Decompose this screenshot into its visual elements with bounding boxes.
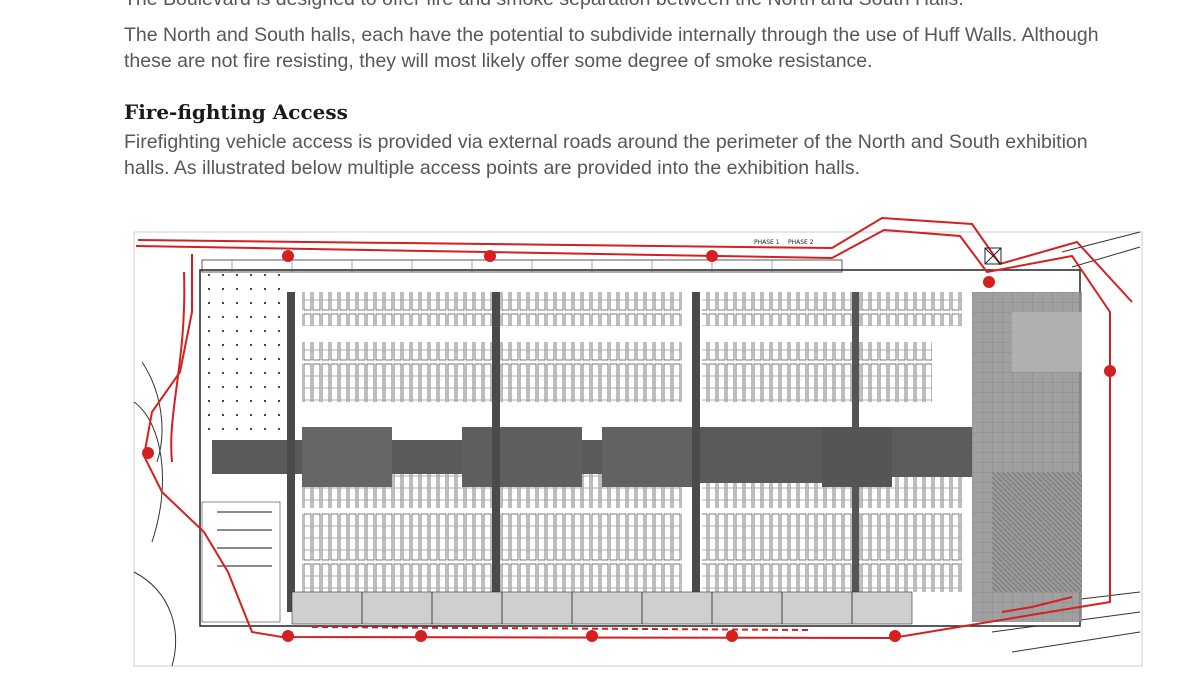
phase-2-label: PHASE 2 [788, 239, 814, 246]
access-point [726, 630, 738, 642]
huff-walls-paragraph: The North and South halls, each have the… [124, 24, 1099, 72]
cut-off-paragraph: The Boulevard is designed to offer fire … [124, 0, 1124, 12]
site-floor-plan: PHASE 1 PHASE 2 [133, 216, 1143, 667]
access-point [1104, 365, 1116, 377]
access-point [142, 447, 154, 459]
access-point [706, 250, 718, 262]
building-footprint [199, 259, 1082, 627]
access-point [415, 630, 427, 642]
phase-1-label: PHASE 1 [754, 239, 780, 246]
access-points [142, 250, 1116, 642]
site-marker [984, 247, 1002, 265]
access-paragraph: Firefighting vehicle access is provided … [124, 131, 1088, 179]
phase-labels: PHASE 1 PHASE 2 [754, 239, 814, 246]
access-point [889, 630, 901, 642]
access-point [484, 250, 496, 262]
access-point [282, 250, 294, 262]
access-point [983, 276, 995, 288]
access-point [282, 630, 294, 642]
access-point [586, 630, 598, 642]
section-heading: Fire-fighting Access [124, 100, 348, 124]
fire-access-route [135, 216, 1133, 640]
